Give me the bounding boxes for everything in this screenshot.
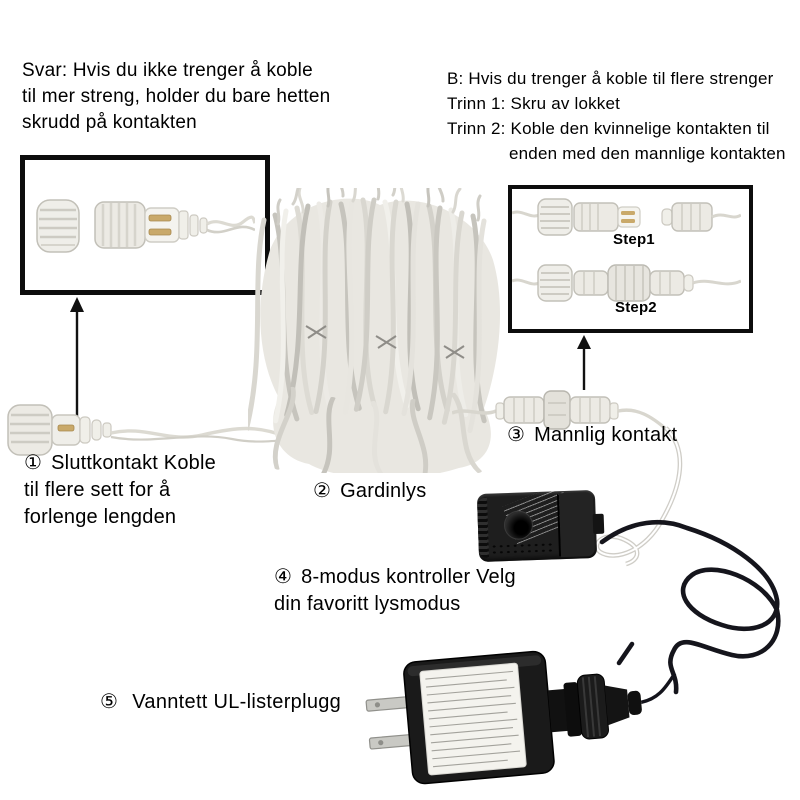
circled-2: ② [313,480,332,502]
screw-cap [7,404,53,456]
wire [617,408,668,431]
up-arrow-icon [577,335,591,390]
note-b-line: B: Hvis du trenger å koble til flere str… [447,69,774,88]
circled-1: ① [24,452,43,474]
bundle-silhouette [260,198,500,473]
step1-label: Step1 [613,231,655,248]
note-a-line: Svar: Hvis du ikke trenger å koble [22,60,313,81]
controller-vent-holes [490,541,556,557]
inset-box-left [20,155,270,295]
plug-output-connector [547,673,642,740]
note-b-line: enden med den mannlige kontakten [509,144,786,163]
wire [640,672,677,704]
note-a-line: til mer streng, holder du bare hetten [22,86,331,107]
bundle-ties [305,325,465,359]
power-plug-figure [365,650,677,785]
plug-label [419,662,527,776]
note-a-line: skrudd på kontakten [22,112,197,133]
plug-prongs [365,696,413,750]
step2-row [511,264,742,302]
screw-cap [36,199,80,253]
black-coil-cable [599,519,781,695]
end-cap-connector-closeup [36,199,257,253]
step1-row [511,198,742,236]
male-connector-figure [452,390,668,431]
end-cap-connector-figure [7,404,337,456]
controller-cable-tab [592,513,605,535]
circled-3: ③ [507,424,526,446]
step2-label: Step2 [615,299,657,316]
string-lights-figure [248,188,500,473]
wire [206,215,257,227]
wire [206,225,256,234]
controller-side-panel [558,492,596,558]
circled-5: ⑤ [100,691,119,713]
controller-ribs [476,497,490,559]
male-connector-closeup [94,201,208,249]
note-b-line: Trinn 1: Skru av lokket [447,94,621,113]
circled-4: ④ [274,566,293,588]
connection-steps-closeup [511,198,742,302]
white-lead-wire [594,426,683,567]
cable-coil-figure [594,426,781,695]
connector-body [51,414,112,446]
instruction-note-b: B: Hvis du trenger å koble til flere str… [447,66,786,166]
wire [452,409,497,415]
inset-box-right [508,185,753,333]
note-b-line: Trinn 2: Koble den kvinnelige kontakten … [447,119,770,138]
instruction-note-a: Svar: Hvis du ikke trenger å koble til m… [22,58,330,136]
controller-figure [476,483,605,563]
up-arrow-icon [70,297,84,416]
